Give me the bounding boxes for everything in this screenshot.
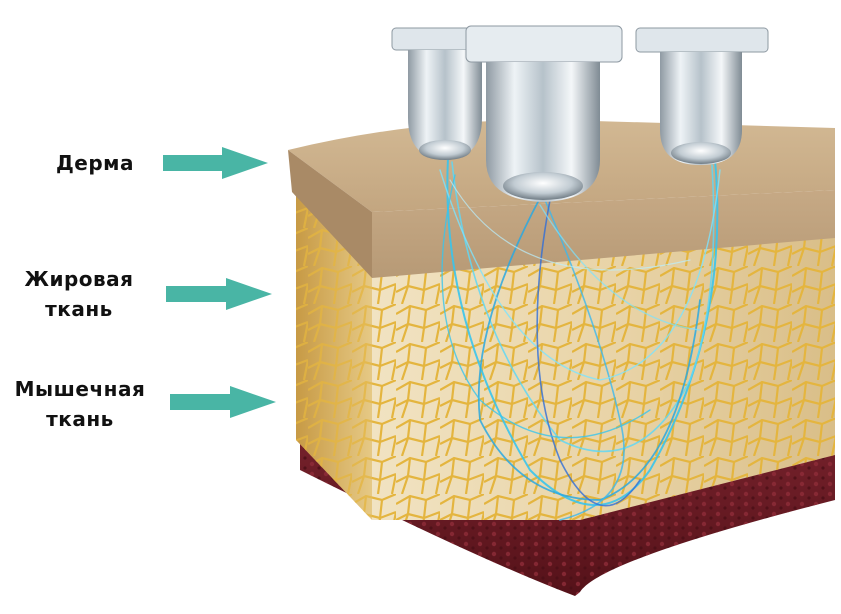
label-fat-line-1: Жировая — [24, 267, 134, 291]
pointer-arrow-icon — [166, 278, 272, 310]
label-dermis-line-1: Дерма — [55, 151, 135, 175]
pointer-arrow-icon — [170, 386, 276, 418]
ultrasound-probe-icon — [635, 27, 769, 165]
label-muscle-line-1: Мышечная — [14, 377, 146, 401]
label-muscle-tissue: Мышечная ткань — [0, 374, 160, 434]
ultrasound-probe-icon — [465, 25, 623, 202]
label-fat-line-2: ткань — [45, 297, 113, 321]
pointer-arrow-icon — [163, 147, 268, 179]
label-dermis: Дерма — [30, 148, 160, 178]
label-fat-tissue: Жировая ткань — [4, 264, 154, 324]
fat-layer — [296, 192, 835, 520]
label-muscle-line-2: ткань — [46, 407, 114, 431]
ultrasound-waves — [439, 157, 721, 521]
